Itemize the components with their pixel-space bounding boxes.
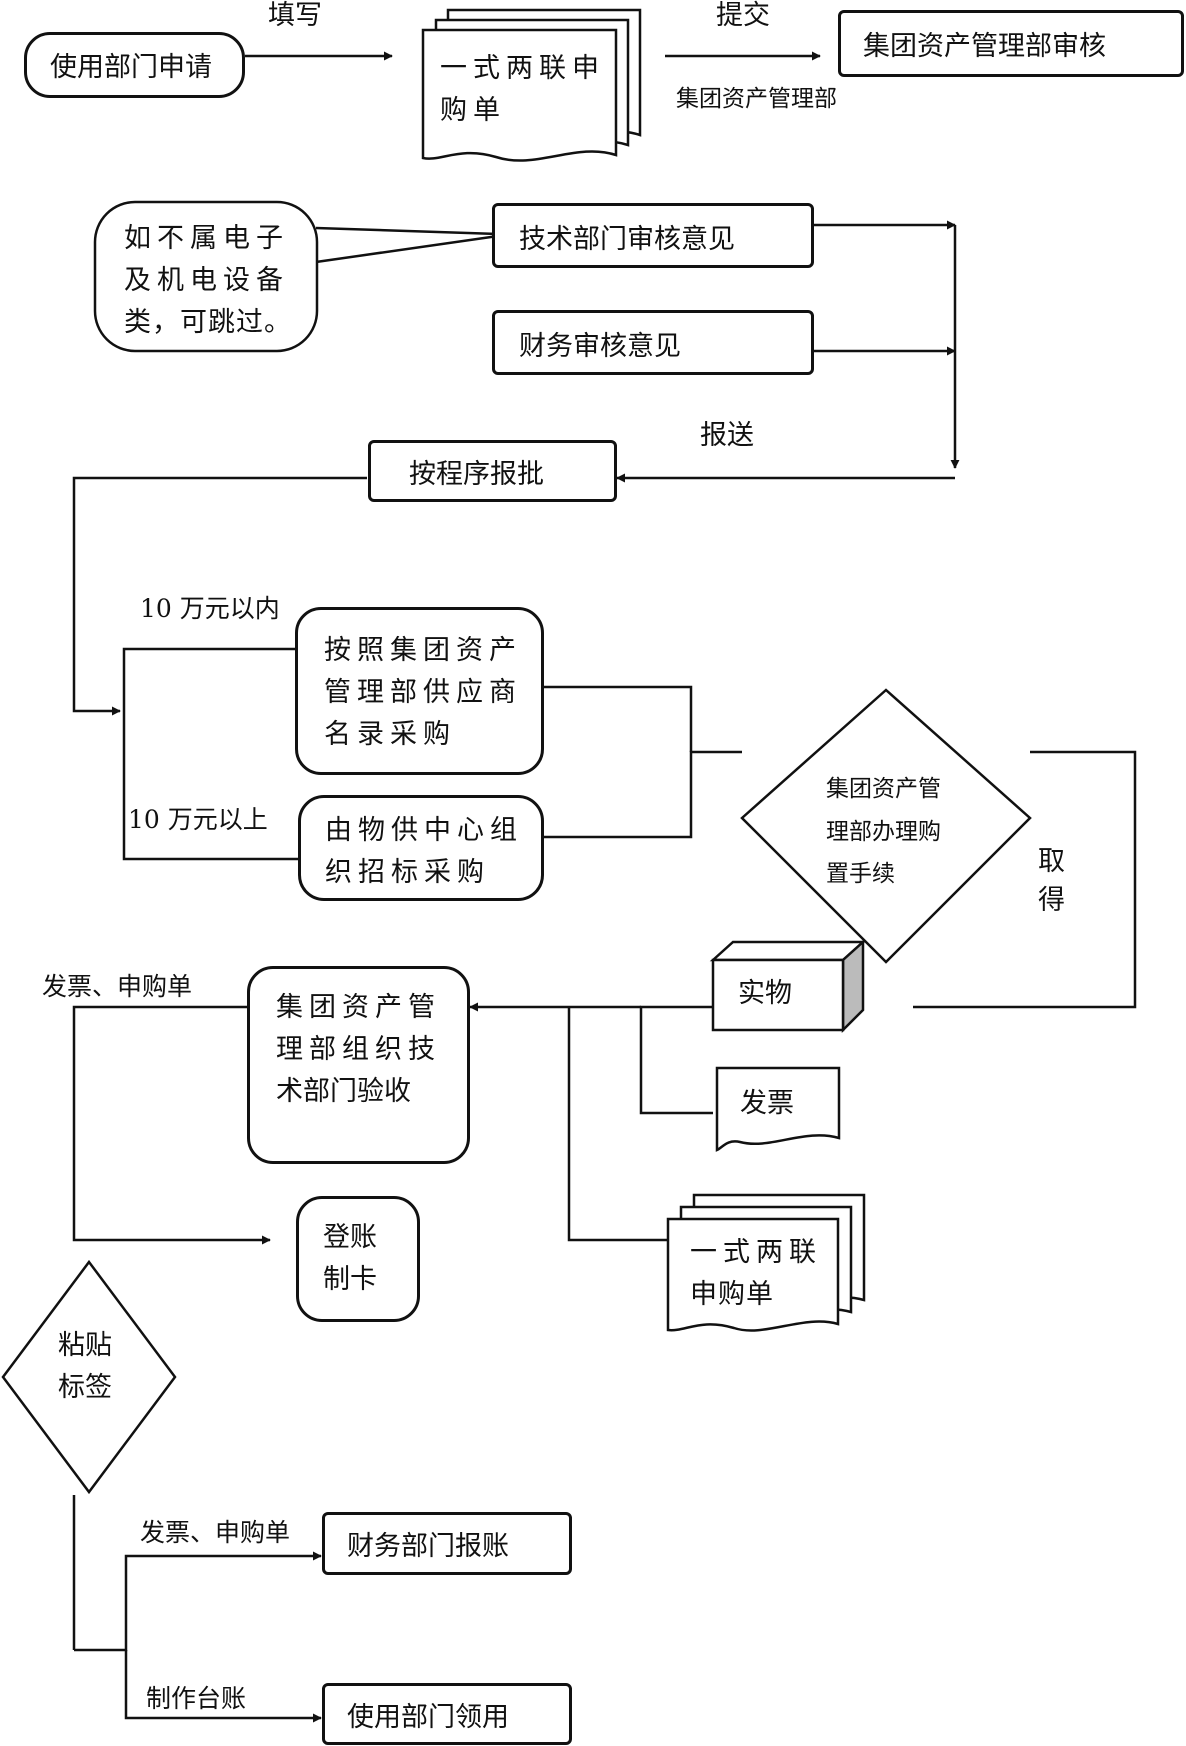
supplier-line-2: 管理部供应商 xyxy=(324,676,522,708)
node-form-bottom-text: 一式两联 申购单 xyxy=(690,1232,822,1316)
note-callout-pointer xyxy=(315,226,499,264)
edge-label-invoice-form-1: 发票、申购单 xyxy=(42,972,193,1001)
goods-box-shape xyxy=(709,939,867,1034)
form-top-line-2: 购单 xyxy=(440,94,506,126)
node-register: 登账 制卡 xyxy=(296,1196,420,1322)
edge-label-invoice-form-2: 发票、申购单 xyxy=(140,1518,291,1547)
edge-supplier-merge xyxy=(543,685,693,752)
edge-diamond-obtain xyxy=(913,750,1137,1009)
node-note-text: 如不属电子 及机电设备 类，可跳过。 xyxy=(124,218,292,344)
node-accept-text: 集团资产管 理部组织技 术部门验收 xyxy=(276,987,441,1113)
accept-line-2: 理部组织技 xyxy=(276,1033,441,1065)
edge-label-within: 10 万元以内 xyxy=(140,594,280,623)
label-diamond-line-2: 标签 xyxy=(58,1371,112,1403)
diamond-label-shape xyxy=(1,1259,177,1495)
edge-label-fill: 填写 xyxy=(268,0,322,31)
supplier-line-3: 名录采购 xyxy=(324,718,456,750)
edge-accept-register xyxy=(72,1005,271,1245)
node-use: 使用部门领用 xyxy=(322,1683,572,1745)
edge-approve-split xyxy=(72,476,367,716)
node-accept: 集团资产管 理部组织技 术部门验收 xyxy=(247,966,470,1164)
node-finance-account-text: 财务部门报账 xyxy=(347,1531,509,1562)
edge-tender-merge xyxy=(543,750,742,839)
node-tender: 由物供中心组 织招标采购 xyxy=(298,795,544,901)
node-review-top-text: 集团资产管理部审核 xyxy=(863,31,1106,62)
edge-label-obtain: 取 得 xyxy=(1038,842,1065,920)
edge-split-bracket xyxy=(122,647,300,861)
edge-label-above: 10 万元以上 xyxy=(128,805,268,834)
node-tech-text: 技术部门审核意见 xyxy=(519,224,735,255)
form-bottom-line-2: 申购单 xyxy=(690,1278,774,1310)
accept-line-1: 集团资产管 xyxy=(276,992,441,1023)
form-top-line-1: 一式两联申 xyxy=(440,53,605,84)
edge-label-make-ledger: 制作台账 xyxy=(146,1684,247,1713)
node-supplier: 按照集团资产 管理部供应商 名录采购 xyxy=(295,607,544,775)
edge-label-submit-to: 集团资产管理部 xyxy=(676,86,837,112)
diamond-purchase-line-3: 置手续 xyxy=(826,861,895,888)
obtain-line-1: 取 xyxy=(1038,846,1065,877)
register-line-1: 登账 xyxy=(323,1222,377,1253)
label-diamond-line-1: 粘贴 xyxy=(58,1330,112,1361)
node-approve: 按程序报批 xyxy=(368,440,617,502)
node-review-top: 集团资产管理部审核 xyxy=(838,10,1184,77)
node-finance-review: 财务审核意见 xyxy=(492,310,814,375)
note-bubble-shape xyxy=(93,200,319,353)
node-apply-text: 使用部门申请 xyxy=(50,52,212,83)
node-form-top-text: 一式两联申 购单 xyxy=(440,48,605,132)
node-label-diamond-text: 粘贴 标签 xyxy=(58,1325,112,1409)
edge-trunk-finance xyxy=(74,1551,322,1652)
tender-line-2: 织招标采购 xyxy=(325,856,490,888)
supplier-line-1: 按照集团资产 xyxy=(324,635,522,666)
obtain-line-2: 得 xyxy=(1038,885,1065,917)
form-top-shape xyxy=(421,8,642,162)
diamond-purchase-line-1: 集团资产管 xyxy=(826,776,941,802)
node-finance-review-text: 财务审核意见 xyxy=(519,331,681,362)
node-apply: 使用部门申请 xyxy=(24,32,245,98)
node-goods-text: 实物 xyxy=(738,978,792,1009)
node-approve-text: 按程序报批 xyxy=(409,459,544,490)
node-supplier-text: 按照集团资产 管理部供应商 名录采购 xyxy=(324,630,522,756)
register-line-2: 制卡 xyxy=(323,1263,377,1295)
node-use-text: 使用部门领用 xyxy=(347,1702,509,1733)
node-tech: 技术部门审核意见 xyxy=(492,203,814,268)
form-bottom-shape xyxy=(666,1193,866,1332)
edge-label-submit: 提交 xyxy=(716,0,770,31)
edge-label-report: 报送 xyxy=(700,420,754,451)
node-register-text: 登账 制卡 xyxy=(323,1217,377,1301)
edge-goods-bracket xyxy=(639,1005,713,1115)
diamond-purchase-shape xyxy=(740,688,1032,964)
edge-trunk-use xyxy=(124,1650,322,1723)
note-line-3: 类，可跳过。 xyxy=(124,306,292,338)
invoice-doc-shape xyxy=(715,1066,841,1152)
tender-line-1: 由物供中心组 xyxy=(325,815,523,846)
node-diamond-purchase-text: 集团资产管 理部办理购 置手续 xyxy=(826,768,941,896)
node-invoice-text: 发票 xyxy=(740,1088,794,1119)
edge-form-junction xyxy=(567,1007,668,1242)
accept-line-3: 术部门验收 xyxy=(276,1075,411,1107)
diamond-purchase-line-2: 理部办理购 xyxy=(826,818,941,845)
node-tender-text: 由物供中心组 织招标采购 xyxy=(325,810,523,894)
node-finance-account: 财务部门报账 xyxy=(322,1512,572,1575)
note-line-1: 如不属电子 xyxy=(124,223,289,254)
form-bottom-line-1: 一式两联 xyxy=(690,1237,822,1268)
note-line-2: 及机电设备 xyxy=(124,264,289,296)
